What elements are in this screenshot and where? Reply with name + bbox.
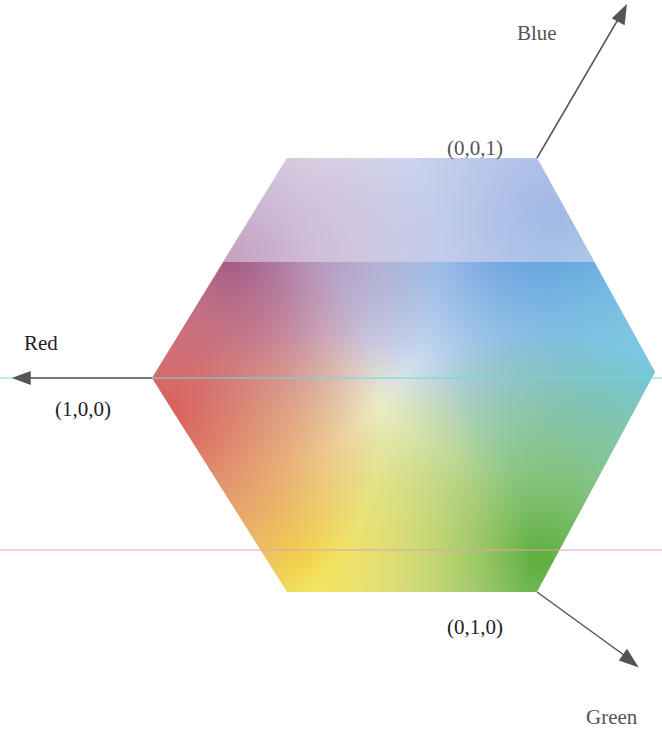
green-axis	[537, 592, 628, 658]
arrowhead	[14, 372, 30, 384]
axis-name: Green	[586, 706, 637, 729]
vertex-coordinate: (0,0,1)	[447, 137, 503, 160]
scan-line	[0, 378, 662, 379]
vertex-coordinate: (0,1,0)	[447, 616, 503, 639]
scan-line	[0, 550, 662, 551]
axis-name: Blue	[517, 22, 557, 45]
arrowhead	[613, 6, 626, 24]
axis-name: Red	[24, 332, 58, 355]
red-axis	[24, 377, 152, 379]
vertex-coordinate: (1,0,0)	[55, 398, 111, 421]
arrowhead	[620, 650, 637, 666]
